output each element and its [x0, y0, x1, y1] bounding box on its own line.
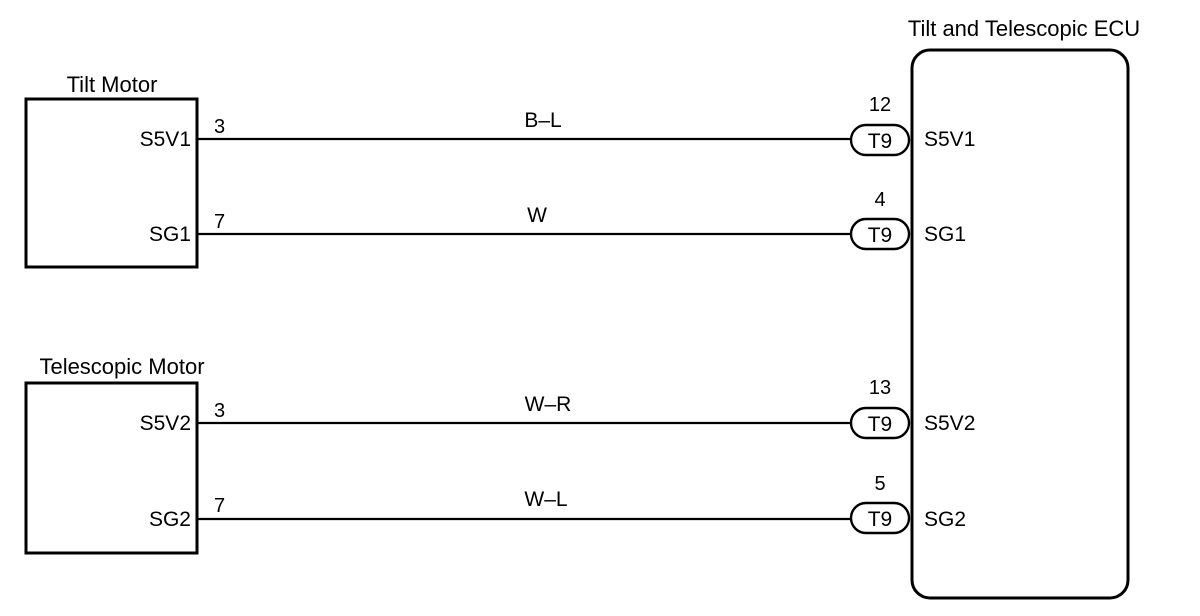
ecu-terminal-sg2: SG2: [924, 508, 966, 531]
ecu-pin-5: 5: [874, 473, 885, 495]
connector-t9-sg2: [849, 501, 911, 535]
telescopic-motor-title: Telescopic Motor: [39, 354, 204, 379]
tilt-motor-terminal-sg1: SG1: [149, 223, 191, 246]
tilt-motor-pin-3: 3: [214, 116, 225, 138]
telescopic-motor-pin-7: 7: [214, 495, 225, 517]
telescopic-motor-box: [24, 381, 199, 555]
connector-label-t9-s5v1: T9: [868, 130, 893, 153]
ecu-pin-12: 12: [869, 94, 891, 116]
ecu-terminal-s5v2: S5V2: [924, 412, 975, 435]
wire-color-code-w-l: W–L: [524, 488, 567, 511]
tilt-motor-title: Tilt Motor: [67, 72, 158, 97]
wire-color-code-b-l: B–L: [524, 109, 561, 132]
ecu-pin-13: 13: [869, 377, 891, 399]
tilt-motor-box: [24, 97, 199, 269]
ecu-pin-4: 4: [874, 189, 885, 211]
telescopic-motor-pin-3: 3: [214, 400, 225, 422]
ecu-terminal-sg1: SG1: [924, 223, 966, 246]
wire-color-code-w: W: [527, 204, 547, 227]
ecu-box: [910, 48, 1130, 600]
ecu-terminal-s5v1: S5V1: [924, 128, 975, 151]
connector-t9-s5v2: [849, 406, 911, 440]
telescopic-motor-terminal-sg2: SG2: [149, 508, 191, 531]
connector-label-t9-s5v2: T9: [868, 413, 893, 436]
connector-label-t9-sg2: T9: [868, 508, 893, 531]
connector-t9-sg1: [849, 217, 911, 251]
telescopic-motor-terminal-s5v2: S5V2: [140, 412, 191, 435]
connector-label-t9-sg1: T9: [868, 224, 893, 247]
connector-t9-s5v1: [849, 123, 911, 157]
tilt-motor-pin-7: 7: [214, 211, 225, 233]
wire-color-code-w-r: W–R: [525, 393, 572, 416]
tilt-motor-terminal-s5v1: S5V1: [140, 128, 191, 151]
ecu-title: Tilt and Telescopic ECU: [908, 16, 1140, 41]
